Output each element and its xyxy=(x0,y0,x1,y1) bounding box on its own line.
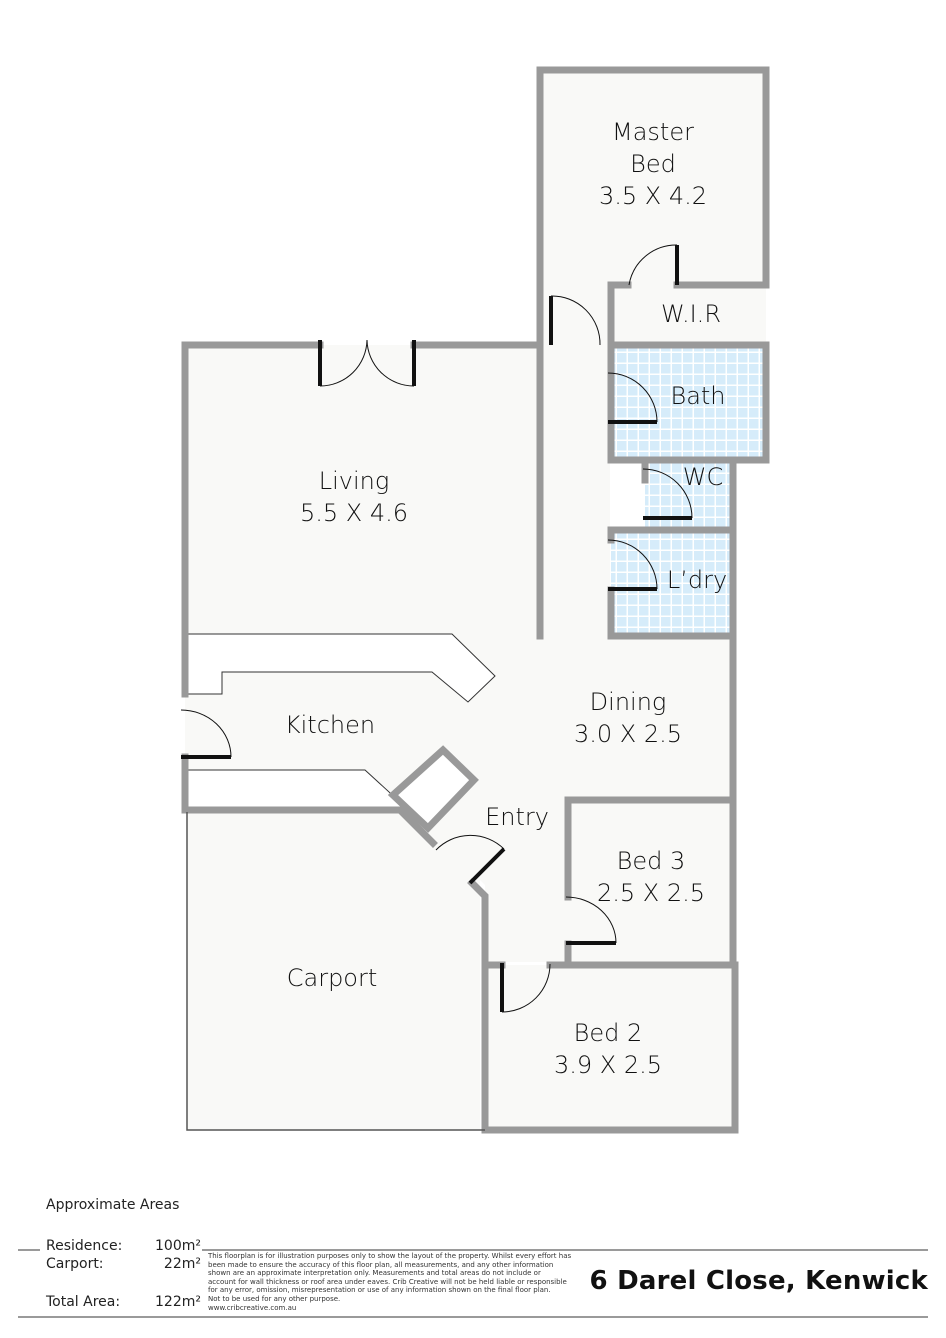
rule-top xyxy=(202,1249,928,1251)
room-name: WC xyxy=(682,463,724,491)
area-label: Residence: xyxy=(46,1238,123,1254)
door-entry xyxy=(435,834,506,885)
areas-title: Approximate Areas xyxy=(46,1197,180,1213)
door-hall-master xyxy=(549,295,601,346)
website-link[interactable]: www.cribcreative.com.au xyxy=(208,1303,297,1312)
room-name: Bed 2 xyxy=(573,1019,643,1047)
room-label-kitchen: Kitchen xyxy=(285,709,375,741)
wall-bath-wir xyxy=(607,341,770,464)
door-living-double xyxy=(318,339,416,387)
area-value: 22m² xyxy=(163,1256,201,1272)
wall-wir-left xyxy=(607,281,632,464)
room-label-laundry: L’dry xyxy=(667,564,727,596)
room-label-bed-3: Bed 3 2.5 X 2.5 xyxy=(597,845,705,909)
door-bed3 xyxy=(565,896,617,945)
disclaimer-line: shown are an approximate interpretation … xyxy=(208,1269,541,1278)
room-dimensions: 2.5 X 2.5 xyxy=(596,879,706,907)
door-bath xyxy=(607,372,658,424)
room-name: W.I.R xyxy=(661,300,721,328)
disclaimer-line: Not to be used for any other purpose. xyxy=(208,1294,341,1303)
disclaimer: This floorplan is for illustration purpo… xyxy=(208,1252,598,1312)
rule-left-short xyxy=(18,1249,40,1251)
walls xyxy=(181,66,770,1134)
bench-lower xyxy=(184,769,406,813)
room-label-carport: Carport xyxy=(287,962,378,994)
disclaimer-line: for any error, omission, misrepresentati… xyxy=(208,1286,551,1295)
area-value: 100m² xyxy=(155,1238,201,1254)
room-name: Kitchen xyxy=(284,711,376,739)
room-label-wir: W.I.R xyxy=(661,298,721,330)
carport-floor xyxy=(187,812,480,1130)
living-floor xyxy=(185,345,540,640)
wall-bed3-top xyxy=(564,796,737,969)
room-label-master-bed: Master Bed 3.5 X 4.2 xyxy=(599,116,707,212)
wall-living-top-left xyxy=(181,341,324,698)
floor-plan xyxy=(180,66,770,1134)
bed3-floor xyxy=(568,800,733,965)
room-label-wc: WC xyxy=(683,461,724,493)
room-dimensions: 5.5 X 4.6 xyxy=(299,499,409,527)
rule-bottom xyxy=(18,1316,928,1318)
room-name: L’dry xyxy=(666,566,728,594)
wall-kitchen-left xyxy=(181,753,438,848)
room-label-dining: Dining 3.0 X 2.5 xyxy=(574,686,682,750)
room-dimensions: 3.5 X 4.2 xyxy=(598,182,708,210)
area-label: Total Area: xyxy=(46,1294,121,1310)
disclaimer-line: This floorplan is for illustration purpo… xyxy=(208,1252,572,1260)
floors xyxy=(185,70,766,1130)
bath-tiles xyxy=(611,346,765,459)
room-name: Bed xyxy=(630,150,676,178)
room-name: Entry xyxy=(485,803,549,831)
door-master-wir xyxy=(628,244,679,286)
room-label-bed-2: Bed 2 3.9 X 2.5 xyxy=(554,1017,662,1081)
room-label-living: Living 5.5 X 4.6 xyxy=(300,465,408,529)
carport-outline xyxy=(186,812,485,1131)
property-address: 6 Darel Close, Kenwick xyxy=(589,1266,928,1296)
bench-island xyxy=(184,633,496,703)
laundry-tiles xyxy=(611,532,730,636)
room-dimensions: 3.0 X 2.5 xyxy=(573,720,683,748)
door-laundry xyxy=(607,539,658,591)
door-wc xyxy=(642,468,693,520)
kitchen-benches xyxy=(184,633,496,833)
wall-laundry-left-lower xyxy=(607,586,737,640)
doors xyxy=(180,244,693,1013)
area-value: 122m² xyxy=(155,1294,201,1310)
door-kitchen-side xyxy=(180,709,232,759)
fridge-box xyxy=(387,745,479,833)
door-bed2 xyxy=(500,963,551,1013)
disclaimer-line: been made to ensure the accuracy of this… xyxy=(208,1260,554,1269)
room-dimensions: 3.9 X 2.5 xyxy=(553,1051,663,1079)
master-bed-floor xyxy=(540,70,766,345)
room-label-bath: Bath xyxy=(670,380,725,412)
room-name: Bed 3 xyxy=(616,847,686,875)
disclaimer-line: account for wall thickness or roof area … xyxy=(208,1277,567,1286)
room-name: Master xyxy=(612,118,694,146)
wall-master-outer xyxy=(536,66,770,349)
room-label-entry: Entry xyxy=(485,801,549,833)
room-name: Carport xyxy=(286,964,378,992)
bed2-floor xyxy=(485,965,735,1130)
room-name: Dining xyxy=(589,688,667,716)
area-label: Carport: xyxy=(46,1256,104,1272)
room-name: Living xyxy=(318,467,390,495)
hall-floor xyxy=(540,345,610,640)
room-name: Bath xyxy=(670,382,726,410)
